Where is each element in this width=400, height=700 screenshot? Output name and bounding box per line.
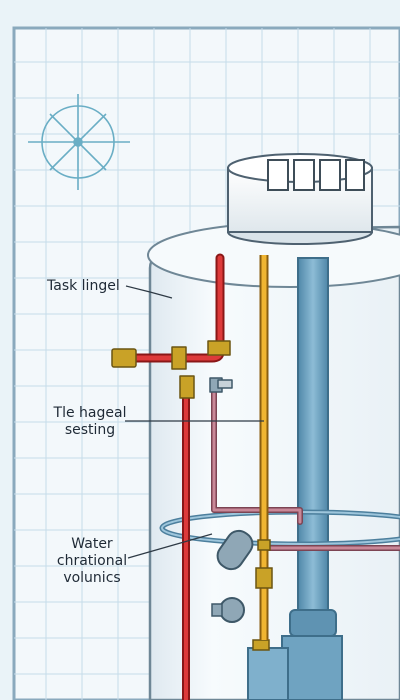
tank-label: Task lingel: [47, 278, 120, 294]
water-label-line1: Water: [71, 536, 113, 552]
heat-setting-label: Tle hageal sesting: [44, 405, 136, 439]
compass-star-icon: [28, 94, 130, 190]
return-pipe: [209, 377, 400, 551]
heat-setting-label-line2: sesting: [64, 422, 116, 438]
leader-lines: [125, 285, 264, 559]
water-label-line2: chrational: [56, 553, 128, 569]
heating-pipe: [255, 255, 273, 640]
cold-water-pipe: [281, 257, 343, 700]
heat-setting-label-line1: Tle hageal: [53, 405, 127, 421]
control-unit-icon: [227, 153, 373, 245]
hot-water-pipe: [111, 253, 231, 700]
water-label-line3: volunics: [63, 570, 121, 586]
valve-icon: [216, 529, 254, 571]
pump-assembly: [211, 597, 289, 700]
water-label: Water chrational volunics: [40, 536, 144, 587]
